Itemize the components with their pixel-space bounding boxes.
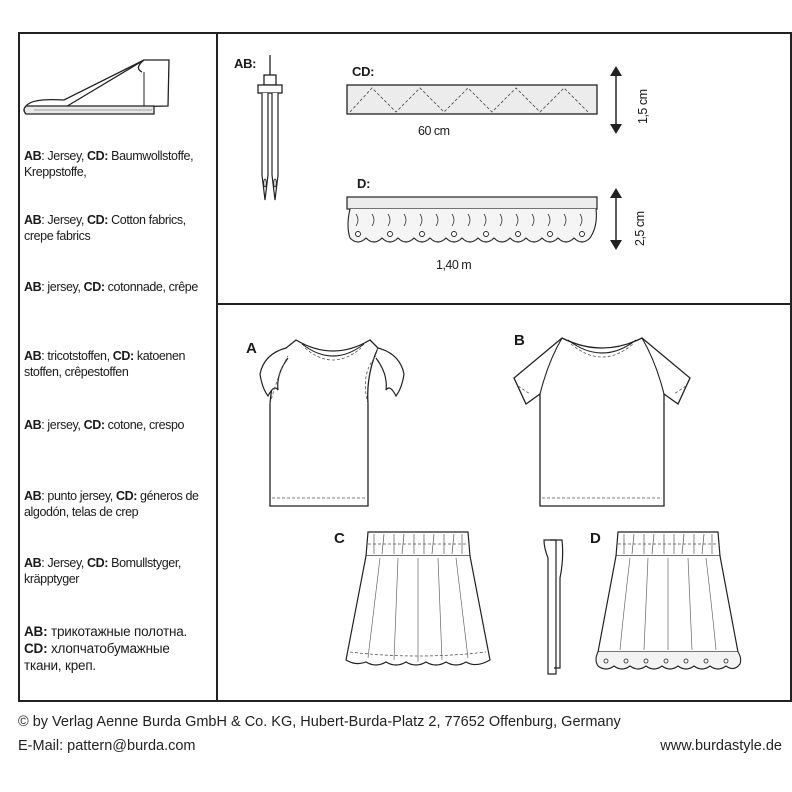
needle-label: AB: <box>234 56 257 71</box>
tape-length: 60 cm <box>418 124 450 138</box>
lace-width: 2,5 cm <box>633 211 647 246</box>
lace-width-arrow-icon <box>610 188 622 250</box>
view-a-flutter-top-drawing <box>259 339 405 507</box>
lace-length: 1,40 m <box>436 258 472 272</box>
website-link[interactable]: www.burdastyle.de <box>660 738 782 754</box>
vertical-divider <box>216 32 218 702</box>
view-label-c: C <box>334 530 345 547</box>
fabric-text-ru: AB: трикотажные полотна.CD: хлопчатобума… <box>24 624 188 673</box>
tie-belt-drawing <box>543 539 564 675</box>
tape-width: 1,5 cm <box>636 89 650 124</box>
tape-width-arrow-icon <box>610 66 622 134</box>
view-c-skirt-drawing <box>345 531 491 666</box>
view-b-tshirt-drawing <box>513 337 691 507</box>
fabric-text-fr: AB: jersey, CD: cotonnade, crêpe <box>24 280 198 294</box>
fabric-text-en: AB: Jersey, CD: Cotton fabrics, crepe fa… <box>24 213 186 243</box>
fabric-text-it: AB: jersey, CD: cotone, crespo <box>24 418 185 432</box>
fabric-text-de: AB: Jersey, CD: Baumwollstoffe, Kreppsto… <box>24 149 194 179</box>
pattern-envelope-frame <box>18 32 792 702</box>
lace-trim-icon <box>346 196 598 243</box>
fabric-bolt-icon <box>23 59 170 115</box>
view-label-d: D <box>590 530 601 547</box>
copyright-notice: © by Verlag Aenne Burda GmbH & Co. KG, H… <box>18 714 621 730</box>
contact-email[interactable]: E-Mail: pattern@burda.com <box>18 738 196 754</box>
view-label-b: B <box>514 332 525 349</box>
fabric-text-sv: AB: Jersey, CD: Bomullstyger, kräpptyger <box>24 556 181 586</box>
tape-strip-icon <box>346 84 598 115</box>
fabric-text-es: AB: punto jersey, CD: géneros de algodón… <box>24 489 199 519</box>
twin-needle-icon <box>257 55 283 201</box>
fabric-text-nl: AB: tricotstoffen, CD: katoenen stoffen,… <box>24 349 186 379</box>
view-d-lace-skirt-drawing <box>595 531 742 670</box>
view-label-a: A <box>246 340 257 357</box>
horizontal-divider <box>216 303 792 305</box>
tape-label: CD: <box>352 64 375 79</box>
lace-label: D: <box>357 176 371 191</box>
